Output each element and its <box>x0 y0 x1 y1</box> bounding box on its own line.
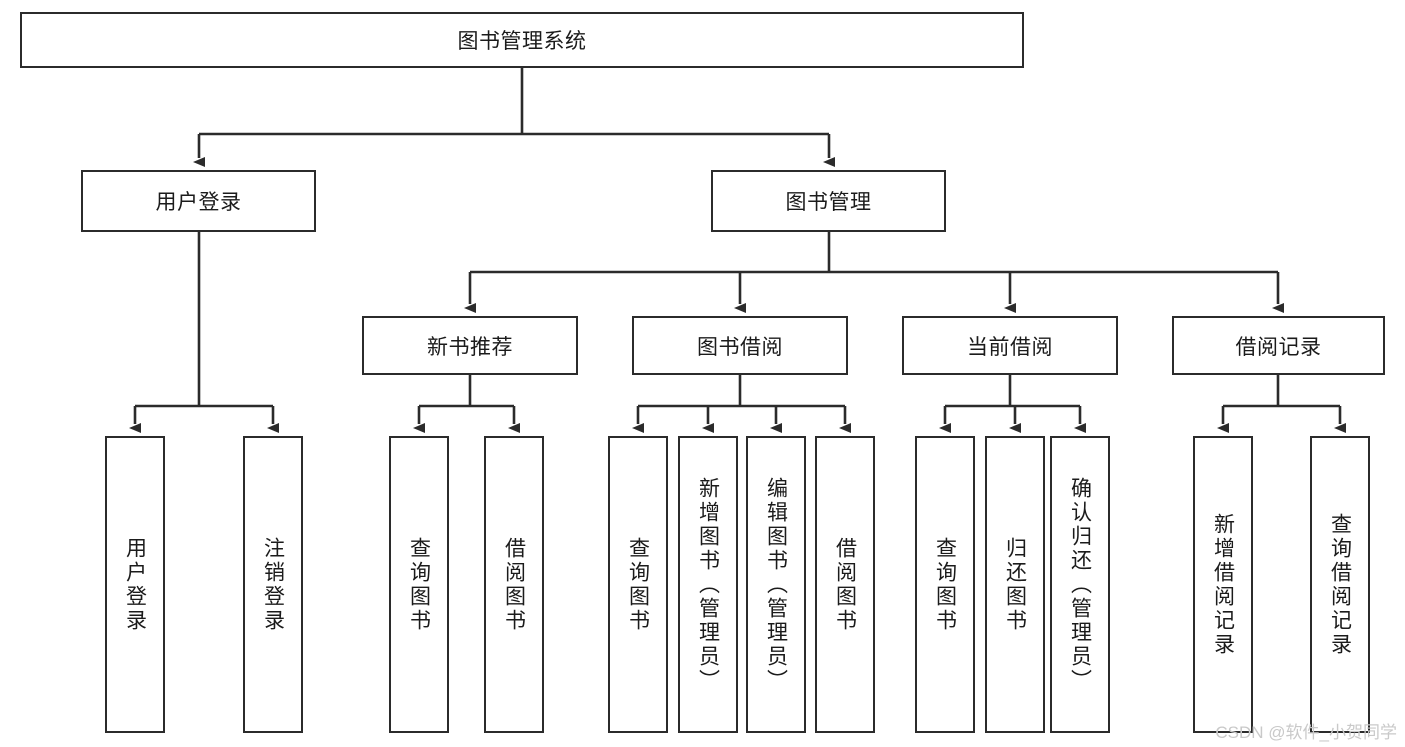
node-new-book-rec-label: 新书推荐 <box>427 335 513 359</box>
node-leaf-borrow-book-2[interactable]: 借阅图书 <box>815 436 875 733</box>
node-leaf-user-logout[interactable]: 注销登录 <box>243 436 303 733</box>
node-leaf-query-book-2[interactable]: 查询图书 <box>608 436 668 733</box>
node-leaf-query-book-3[interactable]: 查询图书 <box>915 436 975 733</box>
node-leaf-user-logout-label: 注销登录 <box>261 536 285 633</box>
node-current-borrow[interactable]: 当前借阅 <box>902 316 1118 375</box>
node-leaf-query-record[interactable]: 查询借阅记录 <box>1310 436 1370 733</box>
node-leaf-edit-book[interactable]: 编辑图书（管理员） <box>746 436 806 733</box>
node-leaf-confirm-return[interactable]: 确认归还（管理员） <box>1050 436 1110 733</box>
node-leaf-add-record-label: 新增借阅记录 <box>1211 512 1235 657</box>
node-borrow-record-label: 借阅记录 <box>1235 335 1322 359</box>
node-leaf-add-record[interactable]: 新增借阅记录 <box>1193 436 1253 733</box>
node-book-borrow-label: 图书借阅 <box>697 335 783 359</box>
node-leaf-confirm-return-label: 确认归还（管理员） <box>1068 476 1092 693</box>
node-leaf-query-book-2-label: 查询图书 <box>626 536 650 633</box>
node-leaf-borrow-book-1[interactable]: 借阅图书 <box>484 436 544 733</box>
node-leaf-borrow-book-2-label: 借阅图书 <box>833 536 857 633</box>
node-leaf-query-record-label: 查询借阅记录 <box>1328 512 1352 657</box>
node-leaf-add-book-label: 新增图书（管理员） <box>696 476 720 693</box>
node-leaf-add-book[interactable]: 新增图书（管理员） <box>678 436 738 733</box>
node-leaf-edit-book-label: 编辑图书（管理员） <box>764 476 788 693</box>
node-new-book-rec[interactable]: 新书推荐 <box>362 316 578 375</box>
node-leaf-query-book-1-label: 查询图书 <box>407 536 431 633</box>
node-leaf-query-book-3-label: 查询图书 <box>933 536 957 633</box>
node-book-manage-label: 图书管理 <box>785 191 872 214</box>
node-leaf-return-book-label: 归还图书 <box>1003 536 1027 633</box>
node-leaf-query-book-1[interactable]: 查询图书 <box>389 436 449 733</box>
node-leaf-user-login[interactable]: 用户登录 <box>105 436 165 733</box>
node-leaf-return-book[interactable]: 归还图书 <box>985 436 1045 733</box>
node-user-login-label: 用户登录 <box>155 191 242 214</box>
node-book-manage[interactable]: 图书管理 <box>711 170 946 232</box>
watermark: CSDN @软件_小贺同学 <box>1215 723 1397 742</box>
node-root[interactable]: 图书管理系统 <box>20 12 1024 68</box>
node-book-borrow[interactable]: 图书借阅 <box>632 316 848 375</box>
node-root-label: 图书管理系统 <box>457 30 587 53</box>
node-borrow-record[interactable]: 借阅记录 <box>1172 316 1385 375</box>
node-leaf-user-login-label: 用户登录 <box>123 536 147 633</box>
node-leaf-borrow-book-1-label: 借阅图书 <box>502 536 526 633</box>
node-user-login[interactable]: 用户登录 <box>81 170 316 232</box>
node-current-borrow-label: 当前借阅 <box>967 335 1053 359</box>
